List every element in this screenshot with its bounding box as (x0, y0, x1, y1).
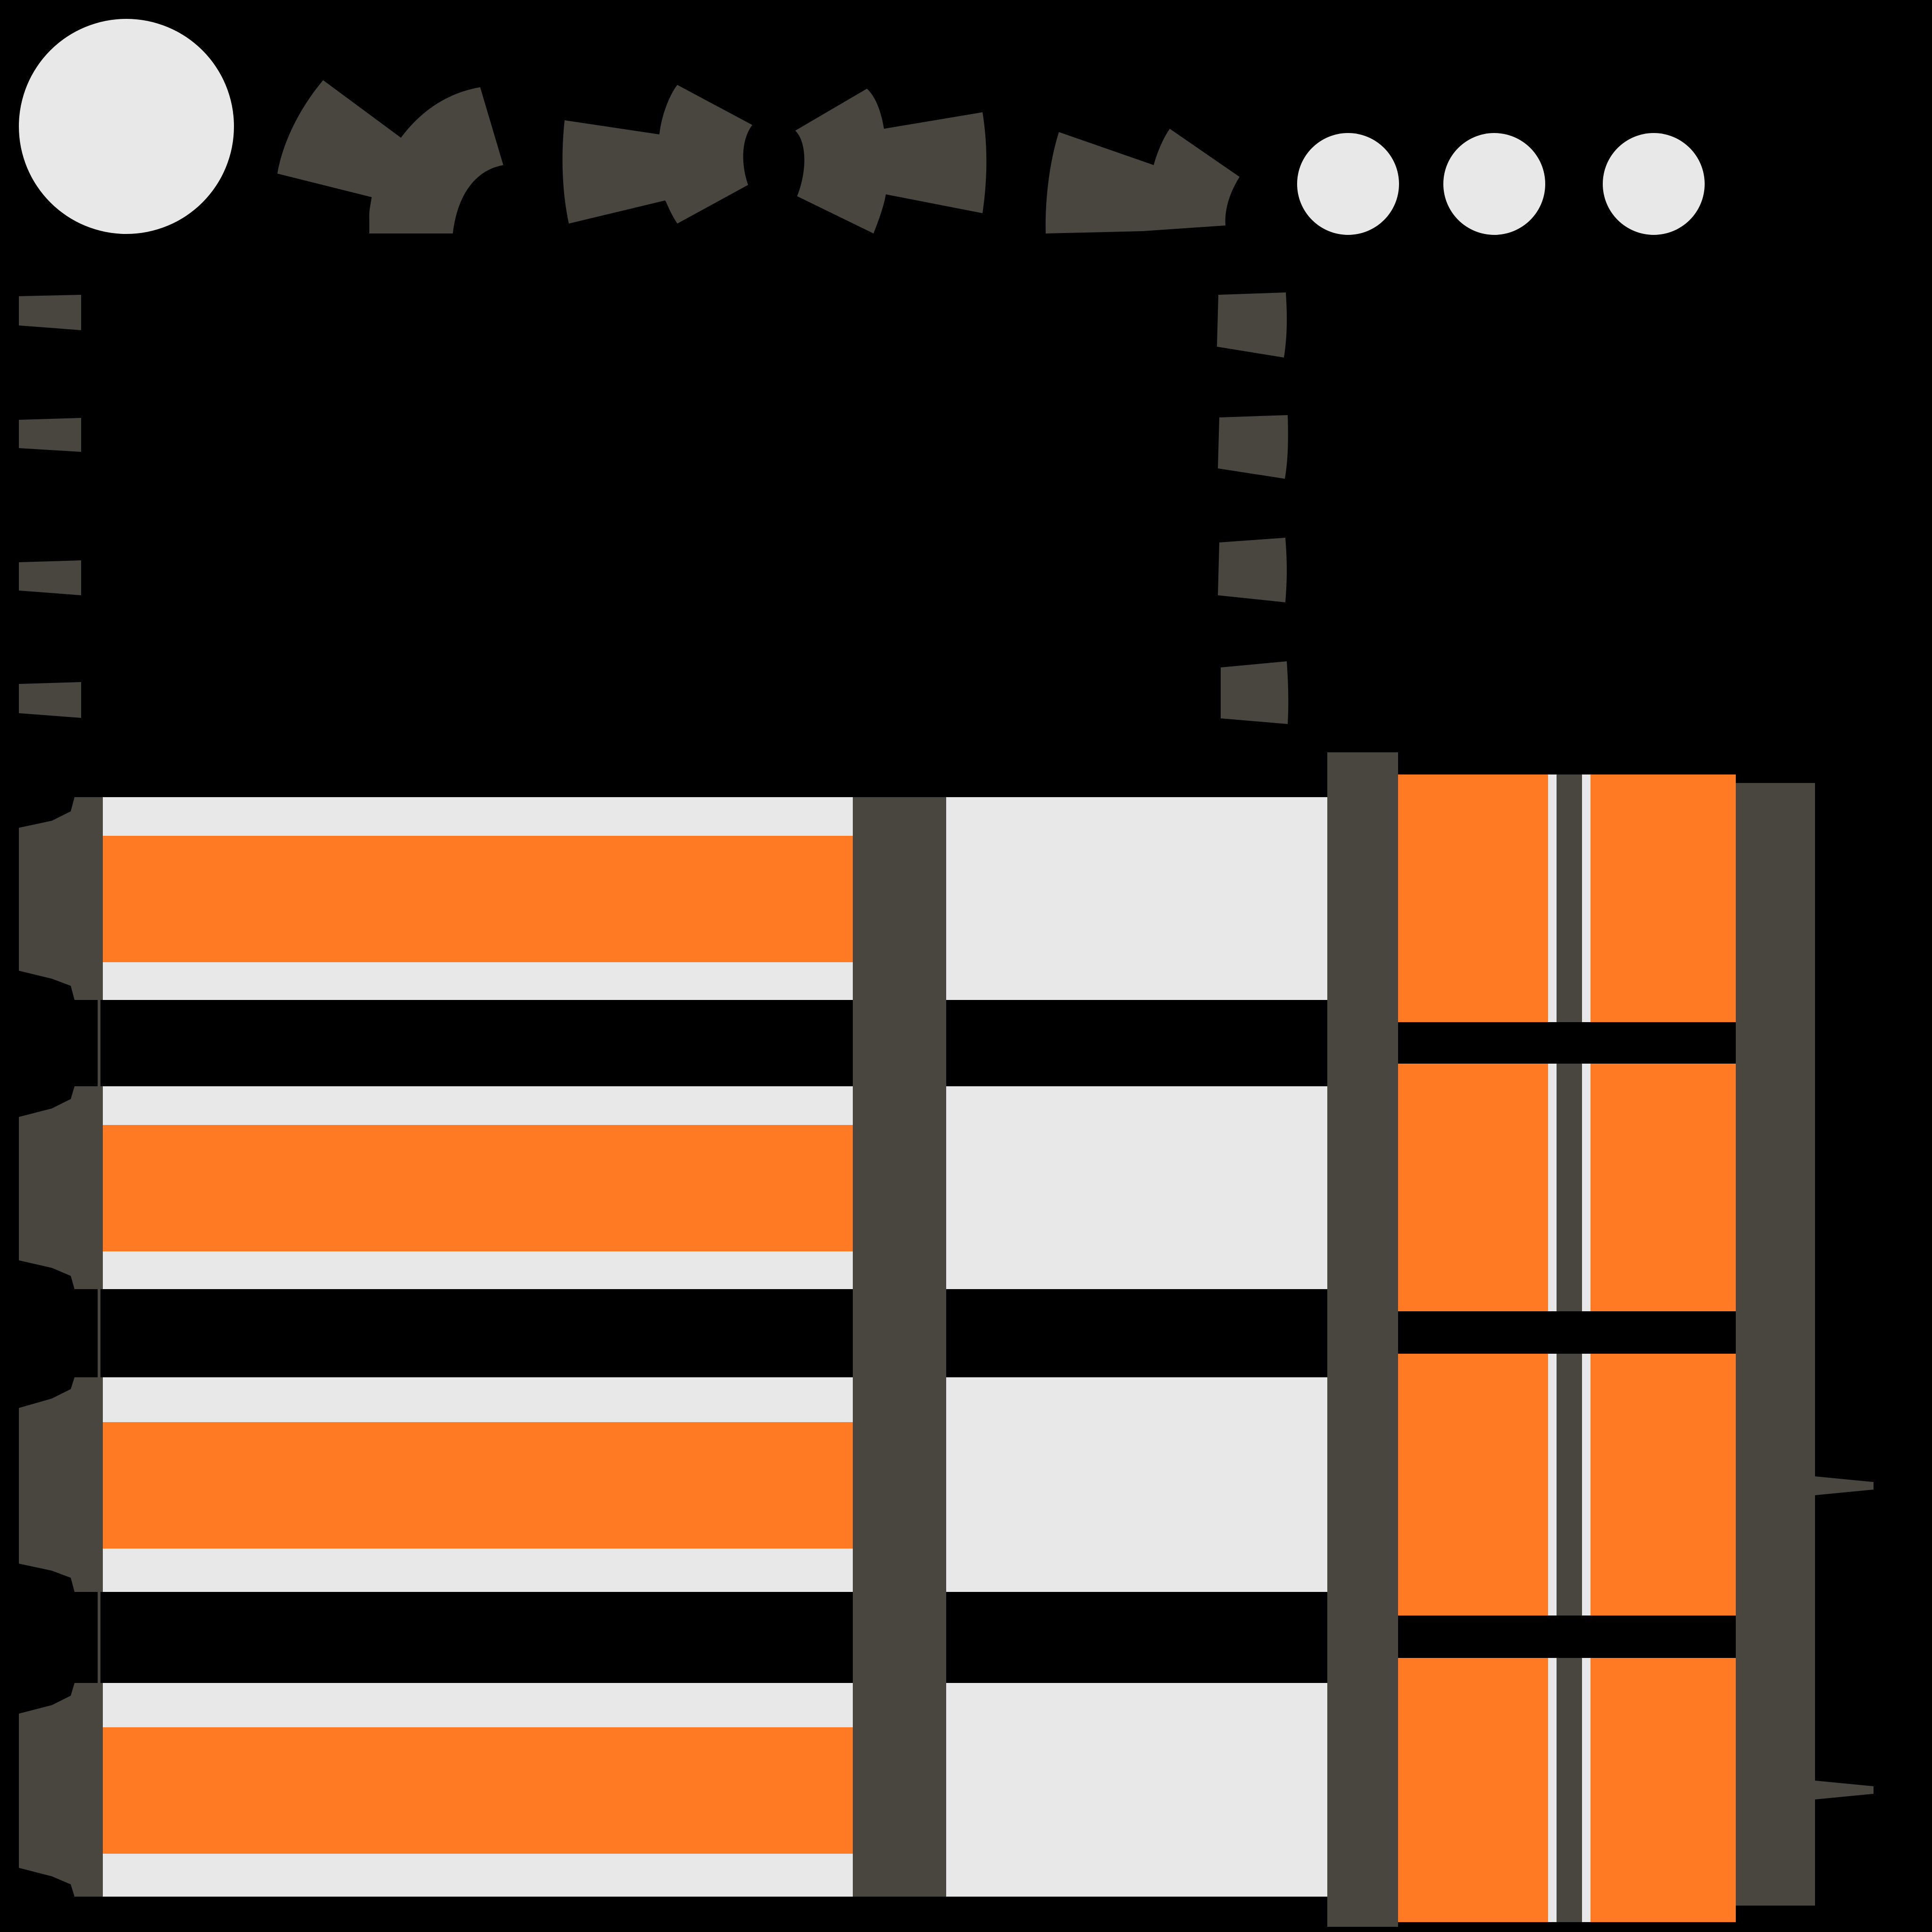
dark-vertical-posts (853, 752, 1815, 1927)
panel-gap (1398, 1616, 1736, 1658)
bracket-tick (1815, 1476, 1874, 1495)
side-bracket (1815, 1476, 1874, 1799)
stacked-striped-bars (19, 797, 1327, 1897)
dash (19, 418, 81, 452)
dash (1221, 661, 1289, 724)
bar-right-section (946, 1683, 1327, 1897)
light-dot (1297, 133, 1399, 235)
dash (1217, 292, 1287, 358)
arc-segment (1045, 129, 1240, 233)
bar-cap (19, 1377, 103, 1592)
bar-right-section (946, 1086, 1327, 1289)
bar-cap-connector (98, 1000, 100, 1683)
bar-right-section (946, 1377, 1327, 1592)
dash (1218, 415, 1288, 479)
dash (19, 560, 81, 595)
arc-segment (277, 80, 503, 233)
bar-accent (103, 1125, 853, 1251)
bar-cap (19, 1086, 103, 1289)
dashed-dark-outline (19, 292, 1289, 724)
bar-accent (103, 1727, 853, 1854)
arc-segment (795, 89, 987, 233)
post (1736, 783, 1815, 1906)
light-dot (1603, 133, 1705, 235)
panel-gap (1398, 1022, 1736, 1064)
arc-segment (562, 85, 752, 224)
three-light-dots (1297, 133, 1705, 235)
light-dot (1443, 133, 1545, 235)
bar-cap (19, 797, 103, 1000)
bar-right-section (946, 797, 1327, 1000)
post (853, 797, 946, 1897)
bar-accent (103, 836, 853, 962)
post (1327, 752, 1398, 1927)
dash (19, 295, 81, 330)
dash (19, 682, 81, 718)
bar-caps (19, 797, 103, 1897)
dark-arc-segments (277, 80, 1240, 233)
dash (1218, 538, 1287, 602)
large-light-circle (19, 19, 234, 234)
bar-cap (19, 1683, 103, 1897)
bar-accent (103, 1422, 853, 1549)
orange-striped-panel (1398, 774, 1736, 1922)
bracket-tick (1815, 1781, 1874, 1799)
panel-gap (1398, 1311, 1736, 1354)
